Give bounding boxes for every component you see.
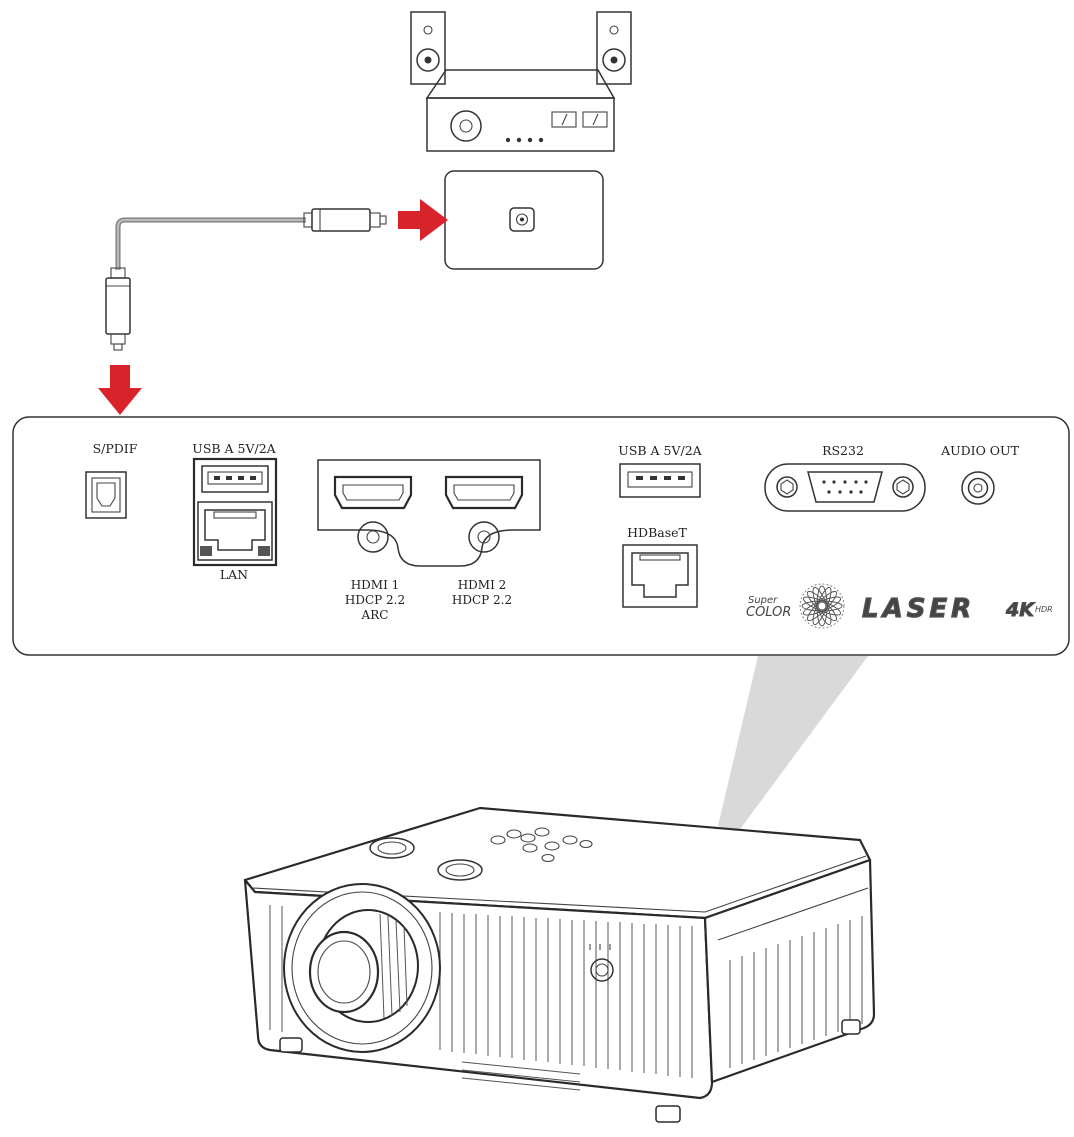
right-speaker-icon xyxy=(596,11,632,85)
hdmi-2-port xyxy=(444,475,524,553)
hdmi-1-label-line2: HDCP 2.2 xyxy=(345,593,405,607)
rear-panel: S/PDIF USB A 5V/2A xyxy=(12,416,1070,656)
rs232-label: RS232 xyxy=(822,443,864,458)
top-controls xyxy=(369,827,593,881)
hdbaset-port: HDBaseT xyxy=(622,525,698,608)
super-color-logo: Super COLOR xyxy=(746,583,845,629)
hdbaset-label: HDBaseT xyxy=(627,525,687,540)
hdmi-block: HDMI 1 HDCP 2.2 ARC HDMI 2 HDCP 2.2 xyxy=(317,459,541,622)
usb-a-right-label: USB A 5V/2A xyxy=(618,443,702,458)
hdmi-2-label-line1: HDMI 2 xyxy=(458,578,507,592)
hdmi-1-label-line3: ARC xyxy=(361,608,389,622)
usb-a-left-label: USB A 5V/2A xyxy=(192,441,276,456)
lan-port xyxy=(197,501,273,561)
usb-lan-stack: USB A 5V/2A LAN xyxy=(192,441,278,582)
usb-a-left-port xyxy=(201,465,269,493)
bottom-grille xyxy=(461,1061,581,1091)
laser-logo: LASER xyxy=(861,593,975,624)
arrow-down-icon xyxy=(98,365,142,415)
side-vent xyxy=(729,916,863,1068)
arrow-right-icon xyxy=(398,199,448,241)
usb-a-right-port: USB A 5V/2A xyxy=(618,443,703,498)
flower-icon xyxy=(799,583,845,629)
projector-icon xyxy=(243,806,876,1123)
spdif-port: S/PDIF xyxy=(85,441,138,519)
rs232-port: RS232 xyxy=(764,443,926,512)
amplifier-icon xyxy=(425,69,616,152)
hdmi-1-label-line1: HDMI 1 xyxy=(351,578,400,592)
optical-plug-vertical xyxy=(105,267,131,351)
ir-sensor-icon xyxy=(589,944,614,982)
audio-system xyxy=(410,11,632,152)
spdif-label: S/PDIF xyxy=(93,441,138,456)
zoom-beam xyxy=(718,656,868,832)
super-color-logo-line2: COLOR xyxy=(746,605,791,620)
lens-icon xyxy=(283,883,441,1053)
optical-plug-horizontal xyxy=(303,208,387,232)
super-color-logo-line1: Super xyxy=(748,595,778,606)
optical-cable xyxy=(105,208,387,351)
optical-input-callout xyxy=(444,170,604,270)
laser-logo-text: LASER xyxy=(862,594,975,624)
hdmi-1-port xyxy=(333,475,413,553)
projector-feet xyxy=(279,1019,861,1123)
hdmi-2-label-line2: HDCP 2.2 xyxy=(452,593,512,607)
4k-hdr-logo: 4K HDR xyxy=(1005,599,1053,622)
audio-out-port: AUDIO OUT xyxy=(940,443,1020,505)
lan-label: LAN xyxy=(220,567,248,582)
left-speaker-icon xyxy=(410,11,446,85)
audio-out-label: AUDIO OUT xyxy=(940,443,1020,458)
front-vent xyxy=(269,905,693,1078)
4k-logo-text: 4K xyxy=(1005,599,1035,621)
hdr-logo-text: HDR xyxy=(1035,605,1053,614)
